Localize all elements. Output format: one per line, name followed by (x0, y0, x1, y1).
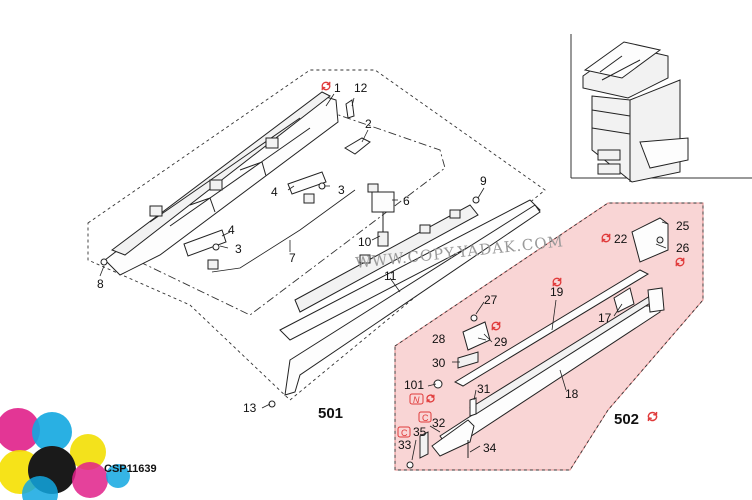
label-assembly-502: 502 (614, 411, 639, 428)
n-mark: N (413, 395, 420, 405)
label-part-1: 1 (334, 81, 341, 95)
label-part-18: 18 (565, 387, 579, 401)
c-mark: C (401, 428, 408, 438)
label-part-2: 2 (365, 117, 372, 131)
label-assembly-501: 501 (318, 405, 343, 422)
part-9-screw (472, 196, 480, 204)
label-part-25: 25 (676, 219, 690, 233)
c-mark: C (422, 413, 429, 423)
top-rail-frame (104, 91, 339, 276)
label-part-10: 10 (358, 235, 372, 249)
part-19-rail (453, 269, 650, 387)
label-part-32: 32 (432, 416, 446, 430)
label-part-12: 12 (354, 81, 368, 95)
part-25-bracket (631, 217, 669, 263)
label-part-8: 8 (97, 277, 104, 291)
part-17-bracket (613, 287, 665, 313)
label-part-30: 30 (432, 356, 446, 370)
label-part-3: 3 (338, 183, 345, 197)
refresh-icon (647, 411, 658, 422)
label-part-4: 4 (228, 223, 235, 237)
label-part-17: 17 (598, 311, 612, 325)
part-7-harness (211, 189, 356, 273)
label-part-22: 22 (614, 232, 628, 246)
part-4-upper-plate (287, 171, 327, 195)
copier-thumbnail (570, 34, 752, 183)
label-part-35: 35 (413, 425, 427, 439)
label-part-13: 13 (243, 401, 257, 415)
part-6-sensor (367, 183, 395, 247)
label-part-3: 3 (235, 242, 242, 256)
label-part-101: 101 (404, 378, 424, 392)
changed-part-badge (418, 411, 432, 423)
label-part-29: 29 (494, 335, 508, 349)
label-part-26: 26 (676, 241, 690, 255)
part-11-lower-rail (279, 199, 541, 396)
assembly-502-boundary (394, 202, 704, 471)
brand-logo (0, 408, 130, 500)
part-30-spring (457, 351, 479, 369)
leader-lines (99, 93, 669, 461)
label-part-19: 19 (550, 285, 564, 299)
label-part-7: 7 (289, 251, 296, 265)
label-part-11: 11 (384, 269, 397, 283)
label-part-31: 31 (477, 382, 491, 396)
part-2-bracket (344, 137, 371, 155)
part-27-screw (470, 314, 478, 322)
new-part-badge (409, 393, 424, 405)
label-part-6: 6 (403, 194, 410, 208)
subassembly-boundary (139, 111, 446, 316)
document-code: CSP11639 (104, 463, 157, 475)
part-101-pin (433, 379, 443, 389)
part-3-screw-lower (212, 243, 220, 251)
part-4-lower-plate (183, 229, 227, 257)
label-part-33: 33 (398, 438, 412, 452)
part-8-screw (100, 258, 108, 266)
part-31-spring (469, 397, 477, 417)
label-part-27: 27 (484, 293, 498, 307)
part-13-screw (268, 400, 276, 408)
part-33-screw (406, 461, 414, 469)
part-32-latch (406, 379, 477, 469)
part-4-clip (303, 193, 315, 204)
label-part-9: 9 (480, 174, 487, 188)
label-part-28: 28 (432, 332, 446, 346)
label-part-4: 4 (271, 185, 278, 199)
changed-part-badge (397, 426, 411, 438)
part-4-lower-clip (207, 259, 219, 270)
label-part-34: 34 (483, 441, 497, 455)
refresh-icon (321, 81, 331, 91)
